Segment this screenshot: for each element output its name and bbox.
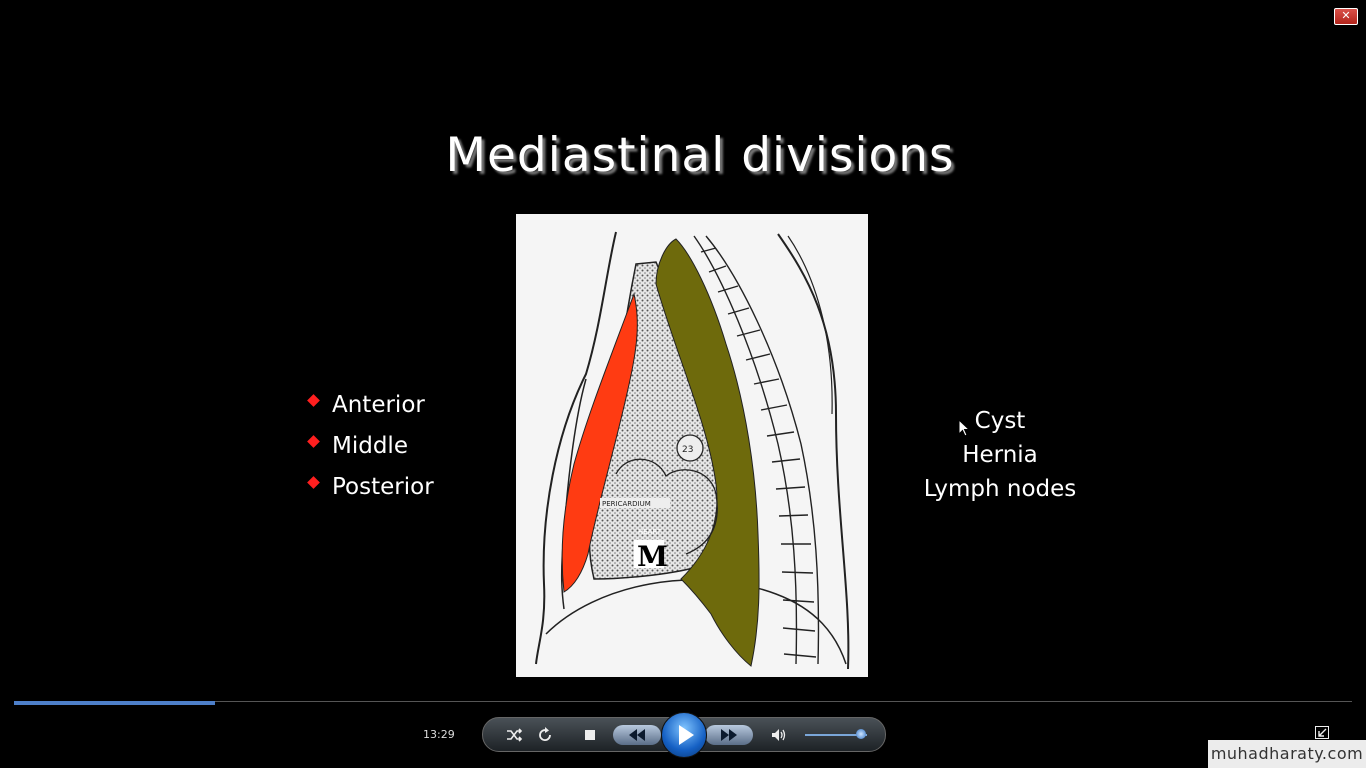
bullet-item: Middle (304, 425, 434, 466)
diagram-label-pericardium: PERICARDIUM (602, 500, 651, 508)
lesion-type-item: Hernia (962, 442, 1038, 468)
bullet-item: Anterior (304, 384, 434, 425)
lesion-types-list: Cyst Hernia Lymph nodes (900, 404, 1100, 506)
diagram-label-23: 23 (682, 445, 693, 455)
diamond-bullet-icon (307, 394, 320, 407)
volume-slider[interactable] (805, 734, 867, 736)
anterior-mediastinum-region (561, 292, 638, 593)
diagram-label-heart: HEART (638, 528, 662, 536)
lesion-type-item: Cyst (974, 408, 1026, 434)
bullet-text: Middle (332, 432, 408, 459)
seek-bar[interactable] (14, 701, 1352, 702)
repeat-icon[interactable] (536, 726, 554, 744)
lesion-type-item: Lymph nodes (923, 476, 1077, 502)
switch-to-library-icon[interactable] (1315, 726, 1329, 739)
seek-bar-progress[interactable] (14, 701, 215, 705)
posterior-mediastinum-region (655, 238, 760, 667)
diamond-bullet-icon (307, 435, 320, 448)
stop-icon[interactable] (581, 726, 599, 744)
rewind-button[interactable] (613, 725, 661, 745)
shuffle-icon[interactable] (505, 726, 523, 744)
bullet-text: Posterior (332, 473, 434, 500)
fast-forward-icon (721, 729, 737, 741)
elapsed-time: 13:29 (423, 728, 455, 741)
diamond-bullet-icon (307, 476, 320, 489)
volume-icon[interactable] (770, 726, 788, 744)
bullet-list: Anterior Middle Posterior (304, 384, 434, 507)
play-button[interactable] (661, 712, 707, 758)
bullet-text: Anterior (332, 391, 425, 418)
watermark: muhadharaty.com (1208, 740, 1366, 768)
rewind-icon (629, 729, 645, 741)
transport-controls (482, 712, 886, 758)
slide-title: Mediastinal divisions (445, 128, 955, 183)
volume-slider-thumb[interactable] (856, 729, 866, 739)
spine-vertebrae (693, 235, 820, 665)
mediastinum-diagram: 23 PERICARDIUM HEART M (516, 214, 868, 677)
fast-forward-button[interactable] (705, 725, 753, 745)
mouse-cursor-icon (958, 419, 970, 437)
play-icon (679, 725, 694, 745)
bullet-item: Posterior (304, 466, 434, 507)
close-button[interactable]: ✕ (1334, 8, 1358, 25)
mediastinum-illustration: 23 PERICARDIUM HEART M (535, 231, 850, 670)
diagram-label-m: M (637, 540, 668, 573)
